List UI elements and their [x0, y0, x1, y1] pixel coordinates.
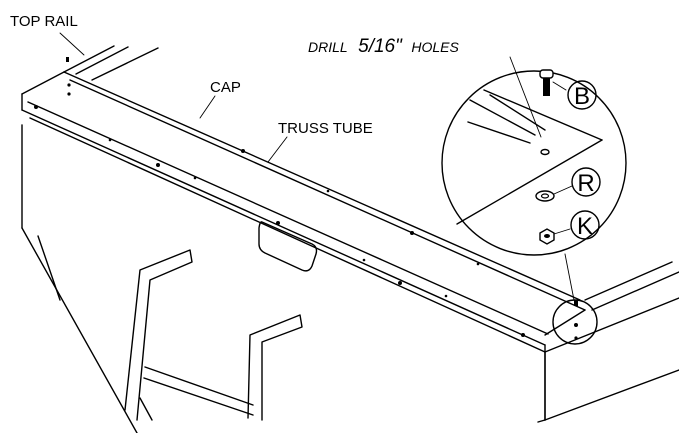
corner-hole-lower — [574, 336, 578, 340]
handhole — [258, 221, 318, 272]
body-panel — [21, 124, 546, 433]
ladder — [124, 249, 303, 421]
drill-suffix: HOLES — [411, 39, 459, 55]
callout-k-text: K — [577, 213, 593, 240]
corner-hole — [574, 323, 578, 327]
beam-holes — [34, 105, 525, 337]
label-truss-tube: TRUSS TUBE — [278, 120, 373, 137]
drill-hole — [540, 148, 550, 156]
callout-k — [570, 210, 600, 240]
top-rail-fastener — [66, 57, 71, 96]
nut-icon — [539, 228, 555, 245]
right-body — [537, 261, 679, 423]
label-cap: CAP — [210, 79, 241, 96]
label-drill: DRILL 5/16" HOLES — [308, 36, 459, 57]
callout-r — [571, 167, 601, 197]
leader-truss-tube — [267, 136, 288, 163]
leader-k — [553, 228, 571, 235]
callout-r-text: R — [577, 170, 594, 197]
drill-prefix: DRILL — [308, 39, 348, 55]
cap-beam — [21, 71, 586, 353]
callout-b-text: B — [574, 83, 590, 110]
detail-view — [441, 70, 627, 256]
leader-r — [553, 185, 573, 195]
label-top-rail: TOP RAIL — [10, 13, 78, 30]
top-rail-extension — [63, 45, 159, 81]
leader-cap — [199, 95, 216, 119]
corner-bolt — [574, 300, 578, 306]
drill-size: 5/16" — [358, 36, 403, 57]
callout-b — [567, 80, 597, 110]
washer-icon — [535, 190, 555, 202]
leader-top-rail — [59, 32, 85, 56]
bolt-icon — [539, 69, 554, 96]
leader-b — [552, 81, 567, 91]
detail-leader — [564, 253, 575, 301]
